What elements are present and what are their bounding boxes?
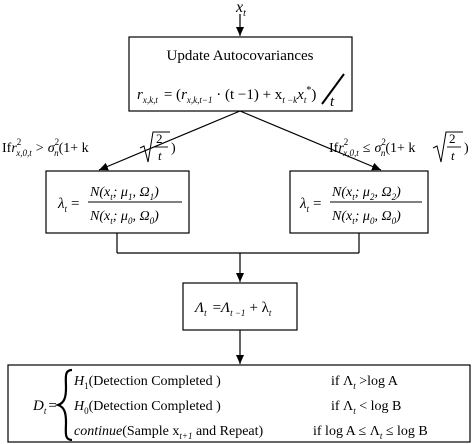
lambda-left-den: N(xt; μ0, Ω0) xyxy=(89,209,159,226)
lambda-left-num: N(xt; μ1, Ω1) xyxy=(89,185,159,202)
input-label: xt xyxy=(235,0,246,19)
update-box xyxy=(128,36,353,112)
decision-row-1: H1(Detection Completed ) xyxy=(73,374,221,391)
lambda-left-lhs: λt= xyxy=(57,196,79,214)
lambda-right-lhs: λt= xyxy=(299,196,321,214)
accumulate-box xyxy=(182,282,298,331)
sqrt-right-den: t xyxy=(451,148,455,163)
sqrt-left xyxy=(139,131,170,163)
sqrt-right-num: 2 xyxy=(449,131,456,146)
update-box-title: Update Autocovariances xyxy=(166,48,313,64)
branch-left xyxy=(98,110,241,171)
decision-lhs: Dt= xyxy=(32,398,57,416)
lambda-right-den: N(xt; μ0, Ω0) xyxy=(331,209,401,226)
accumulate-formula: Λt=Λt −1+ λt xyxy=(193,300,272,318)
lambda-right-num: N(xt; μ2, Ω2) xyxy=(331,185,401,202)
sqrt-right xyxy=(432,131,463,163)
sqrt-left-den: t xyxy=(158,148,162,163)
decision-row-3: continue(Sample xt+1 and Repeat) xyxy=(74,424,264,441)
decision-box xyxy=(7,364,471,443)
condition-left-close: ) xyxy=(171,141,176,156)
update-divisor: t xyxy=(330,94,335,110)
decision-brace xyxy=(54,368,73,442)
decision-row-2: H0(Detection Completed ) xyxy=(73,399,221,416)
decision-row-1-cond: if Λt >log A xyxy=(331,374,399,391)
update-divide-slash xyxy=(321,73,345,105)
decision-row-2-cond: if Λt < log B xyxy=(331,399,401,416)
condition-right-close: ) xyxy=(464,141,469,156)
sqrt-left-num: 2 xyxy=(156,131,163,146)
branch-right xyxy=(239,110,382,171)
update-formula: rx,k,t= (rx,k,t−1 · (t −1) + xt −kxt*) xyxy=(137,85,316,105)
decision-row-3-cond: if log A ≤ Λt ≤ log B xyxy=(313,424,428,441)
